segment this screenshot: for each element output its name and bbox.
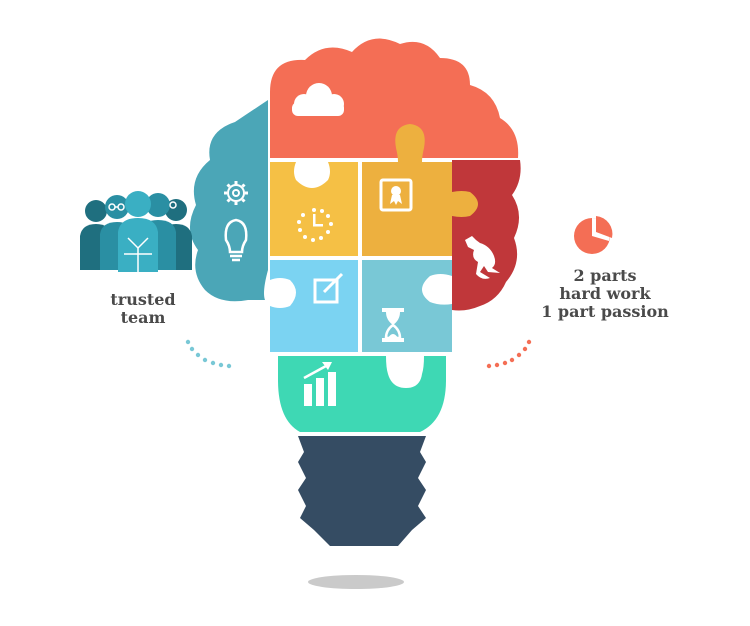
yellow-puzzle-piece bbox=[270, 162, 358, 256]
trusted-team-caption: trusted team bbox=[98, 291, 188, 327]
bulb-shadow bbox=[308, 575, 404, 589]
caption-line-1: 2 parts bbox=[573, 266, 637, 285]
hourglass-icon bbox=[382, 308, 404, 342]
gear-icon bbox=[224, 181, 248, 205]
certificate-icon bbox=[379, 178, 413, 212]
trusted-team-line-2: team bbox=[120, 308, 166, 327]
clock-icon bbox=[297, 208, 333, 242]
hard-work-passion-caption: 2 parts hard work 1 part passion bbox=[520, 267, 690, 321]
coral-top-section bbox=[270, 38, 519, 158]
left-dotted-arc bbox=[185, 339, 232, 369]
team-icon bbox=[80, 191, 192, 272]
right-dotted-arc bbox=[486, 339, 532, 369]
cloud-icon bbox=[292, 83, 344, 116]
amber-puzzle-piece bbox=[362, 124, 478, 256]
lightbulb-icon bbox=[224, 218, 248, 262]
light-blue-puzzle-piece bbox=[270, 260, 358, 352]
caption-line-2: hard work bbox=[559, 284, 651, 303]
bar-chart-icon bbox=[303, 362, 336, 406]
edit-icon bbox=[313, 272, 344, 304]
red-right-section bbox=[452, 160, 521, 311]
caption-line-3: 1 part passion bbox=[541, 302, 669, 321]
bulb-base bbox=[298, 436, 426, 546]
pie-chart-icon bbox=[574, 216, 613, 254]
trusted-team-line-1: trusted bbox=[110, 290, 176, 309]
mint-bottom-section bbox=[278, 356, 446, 432]
kangaroo-icon bbox=[465, 236, 500, 279]
powder-blue-puzzle-piece bbox=[362, 260, 452, 352]
teal-left-section bbox=[189, 100, 268, 302]
